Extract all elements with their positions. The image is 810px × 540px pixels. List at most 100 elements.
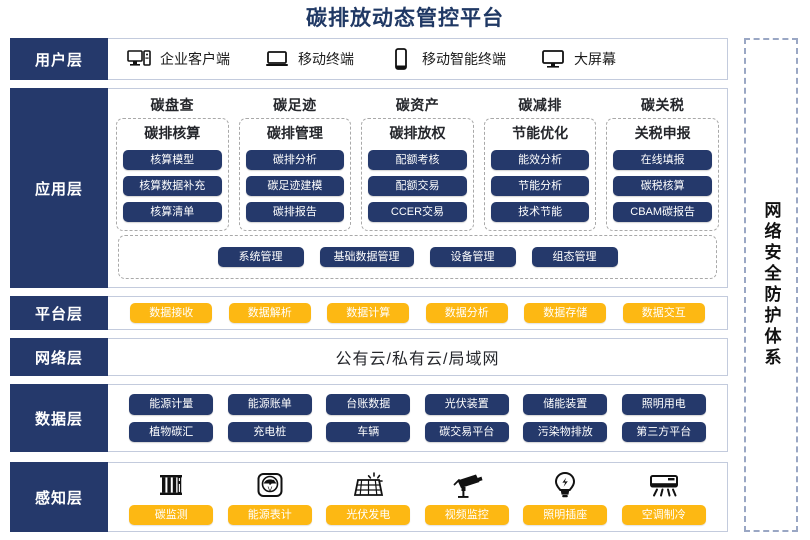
layer-sensing: 感知层 碳监测 [10,462,728,532]
layer-application-label: 应用层 [10,88,108,288]
user-item-label: 移动终端 [298,51,354,67]
layer-network: 网络层 公有云/私有云/局域网 [10,338,728,376]
app-column-subtitle: 节能优化 [512,125,569,141]
network-security-label: 网络安全防护体系 [761,201,781,369]
data-item[interactable]: 能源账单 [227,394,312,415]
data-row: 能源计量 能源账单 台账数据 光伏装置 储能装置 照明用电 [122,394,713,415]
app-item[interactable]: 在线填报 [613,150,712,171]
data-item[interactable]: 储能装置 [523,394,608,415]
platform-item-data-parse[interactable]: 数据解析 [228,302,311,324]
layer-data-body: 能源计量 能源账单 台账数据 光伏装置 储能装置 照明用电 植物碳汇 充电桩 车… [108,384,728,452]
app-item[interactable]: 节能分析 [490,176,590,197]
app-column-title: 碳资产 [395,97,440,113]
platform-item-data-storage[interactable]: 数据存储 [524,302,607,324]
data-item[interactable]: 充电桩 [227,421,312,442]
app-column-subtitle: 碳排放权 [389,125,446,141]
app-column-subtitle: 关税申报 [634,125,691,141]
app-item[interactable]: 碳排报告 [245,202,345,223]
sensing-item-energy-meter[interactable]: V 能源表计 [227,469,312,526]
layer-data-label: 数据层 [10,384,108,452]
app-item[interactable]: 碳排分析 [245,150,345,171]
app-column-carbon-inventory: 碳盘查 碳排核算 核算模型 核算数据补充 核算清单 [116,93,229,232]
user-item-large-screen[interactable]: 大屏幕 [540,47,616,71]
sensing-item-label: 视频监控 [424,504,509,526]
data-item[interactable]: 碳交易平台 [424,421,509,442]
layer-user-body: 企业客户端 移动终端 [108,38,728,80]
app-column-title: 碳减排 [518,97,562,113]
data-row: 植物碳汇 充电桩 车辆 碳交易平台 污染物排放 第三方平台 [122,421,713,442]
layer-application: 应用层 碳盘查 碳排核算 核算模型 核算数据补充 核算清单 碳足迹 碳排管理 [10,88,728,288]
page-title: 碳排放动态管控平台 [306,7,504,30]
sensing-item-label: 照明插座 [523,504,608,526]
layer-user-label: 用户层 [10,38,108,80]
user-item-mobile-terminal[interactable]: 移动终端 [264,47,354,71]
air-conditioner-icon [648,469,680,499]
data-item[interactable]: 照明用电 [621,394,706,415]
sensing-item-solar-power[interactable]: 光伏发电 [326,469,411,526]
network-security-panel: 网络安全防护体系 [744,38,798,532]
app-item[interactable]: 配额考核 [368,150,467,171]
user-item-enterprise-client[interactable]: 企业客户端 [126,47,230,71]
application-management-bar: 系统管理 基础数据管理 设备管理 组态管理 [118,235,717,279]
management-item-basic-data[interactable]: 基础数据管理 [319,246,414,268]
layer-platform: 平台层 数据接收 数据解析 数据计算 数据分析 数据存储 数据交互 [10,296,728,330]
app-item[interactable]: 配额交易 [368,176,467,197]
app-item[interactable]: 核算模型 [123,150,222,171]
app-item[interactable]: 碳税核算 [613,176,712,197]
carbon-monitor-icon [156,469,186,499]
smartphone-icon [388,47,414,71]
layer-data: 数据层 能源计量 能源账单 台账数据 光伏装置 储能装置 照明用电 植物碳汇 充… [10,384,728,452]
sensing-item-lighting-socket[interactable]: 照明插座 [523,469,608,526]
app-item[interactable]: CCER交易 [368,202,467,223]
app-column-carbon-asset: 碳资产 碳排放权 配额考核 配额交易 CCER交易 [361,93,474,232]
management-item-device[interactable]: 设备管理 [429,246,516,268]
app-column-carbon-footprint: 碳足迹 碳排管理 碳排分析 碳足迹建模 碳排报告 [238,93,352,232]
sensing-item-label: 光伏发电 [326,504,411,526]
layer-platform-body: 数据接收 数据解析 数据计算 数据分析 数据存储 数据交互 [108,296,728,330]
layer-platform-label: 平台层 [10,296,108,330]
desktop-tower-icon [126,47,152,71]
app-column-subtitle: 碳排核算 [144,125,201,141]
app-column-carbon-reduction: 碳减排 节能优化 能效分析 节能分析 技术节能 [483,93,597,232]
svg-text:V: V [267,487,272,494]
app-item[interactable]: 核算清单 [123,202,222,223]
sensing-item-label: 碳监测 [129,504,214,526]
layer-user: 用户层 企业客户端 [10,38,728,80]
app-column-carbon-tariff: 碳关税 关税申报 在线填报 碳税核算 CBAM碳报告 [606,93,719,232]
platform-item-data-compute[interactable]: 数据计算 [327,302,410,324]
sensing-item-carbon-monitor[interactable]: 碳监测 [129,469,214,526]
data-item[interactable]: 植物碳汇 [129,421,214,442]
app-item[interactable]: 技术节能 [490,202,590,223]
laptop-icon [264,47,290,71]
data-item[interactable]: 台账数据 [326,394,411,415]
app-item[interactable]: CBAM碳报告 [613,202,712,223]
energy-meter-icon: V [255,469,285,499]
light-bulb-icon [551,469,579,499]
sensing-item-video-surveillance[interactable]: 视频监控 [424,469,509,526]
sensing-item-air-conditioning[interactable]: 空调制冷 [621,469,706,526]
layer-network-label: 网络层 [10,338,108,376]
cctv-camera-icon [451,469,483,499]
management-item-configuration[interactable]: 组态管理 [531,246,618,268]
app-item[interactable]: 能效分析 [490,150,590,171]
platform-item-data-analysis[interactable]: 数据分析 [425,302,508,324]
data-item[interactable]: 车辆 [326,421,411,442]
data-item[interactable]: 能源计量 [129,394,214,415]
platform-item-data-exchange[interactable]: 数据交互 [622,302,705,324]
network-description: 公有云/私有云/局域网 [335,351,500,368]
data-item[interactable]: 光伏装置 [424,394,509,415]
user-item-label: 企业客户端 [160,51,230,67]
app-column-title: 碳关税 [640,97,685,113]
sensing-item-label: 空调制冷 [621,504,706,526]
data-item[interactable]: 第三方平台 [621,421,706,442]
app-item[interactable]: 核算数据补充 [123,176,222,197]
app-item[interactable]: 碳足迹建模 [245,176,345,197]
data-item[interactable]: 污染物排放 [523,421,608,442]
platform-item-data-receive[interactable]: 数据接收 [130,302,213,324]
user-item-smart-mobile-terminal[interactable]: 移动智能终端 [388,47,506,71]
sensing-item-label: 能源表计 [227,504,312,526]
user-item-label: 移动智能终端 [422,51,506,67]
app-column-title: 碳足迹 [273,97,317,113]
management-item-system[interactable]: 系统管理 [217,246,304,268]
